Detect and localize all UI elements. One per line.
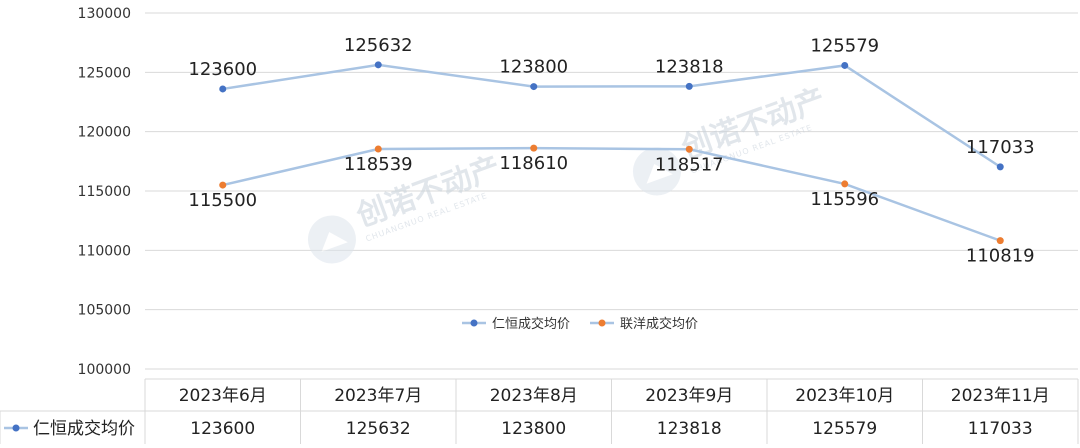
grid-layer <box>145 12 1078 370</box>
category-label: 2023年7月 <box>334 386 422 406</box>
series-layer <box>219 61 1004 245</box>
data-label-series-1: 118610 <box>499 153 568 174</box>
table-cell: 123818 <box>657 419 722 439</box>
series-point-0 <box>685 82 693 90</box>
data-label-series-0: 123600 <box>188 59 257 80</box>
series-point-0 <box>530 83 538 91</box>
series-point-0 <box>374 61 382 69</box>
y-tick-label: 110000 <box>78 243 131 259</box>
data-label-series-1: 115500 <box>188 190 257 211</box>
y-tick-label: 105000 <box>78 303 131 319</box>
category-label: 2023年6月 <box>179 386 267 406</box>
data-label-series-0: 117033 <box>966 137 1035 158</box>
data-table: 2023年6月 2023年7月 2023年8月 2023年9月 2023年10月 2023… <box>0 378 1079 444</box>
data-label-series-1: 118517 <box>655 154 724 175</box>
legend: 仁恒成交均价 联洋成交均价 <box>462 316 698 332</box>
category-label: 2023年10月 <box>795 386 894 406</box>
category-label: 2023年8月 <box>490 386 578 406</box>
table-row-label: 仁恒成交均价 <box>33 419 135 439</box>
data-labels: 123600 125632 123800 123818 125579 117033 1155… <box>188 35 1034 267</box>
series-point-0 <box>219 85 227 93</box>
y-tick-label: 115000 <box>78 184 131 200</box>
series-point-1 <box>685 145 693 153</box>
category-label: 2023年11月 <box>951 386 1050 406</box>
legend-label-0: 仁恒成交均价 <box>492 316 570 332</box>
table-cell: 125632 <box>346 419 411 439</box>
data-label-series-0: 123818 <box>655 56 724 77</box>
data-label-series-1: 118539 <box>344 154 413 175</box>
legend-marker-1 <box>598 319 606 327</box>
y-tick-label: 130000 <box>78 6 131 22</box>
category-label: 2023年9月 <box>645 386 733 406</box>
series-point-1 <box>530 144 538 152</box>
table-cell: 125579 <box>812 419 877 439</box>
series-line-1 <box>222 146 1001 242</box>
legend-marker-0 <box>470 319 478 327</box>
series-point-1 <box>374 145 382 153</box>
data-label-series-1: 110819 <box>966 246 1035 267</box>
data-label-series-0: 125632 <box>344 35 413 56</box>
data-label-series-0: 125579 <box>810 35 879 56</box>
series-point-1 <box>996 237 1004 245</box>
data-label-series-1: 115596 <box>810 189 879 210</box>
series-point-0 <box>841 61 849 69</box>
series-point-0 <box>996 163 1004 171</box>
legend-label-1: 联洋成交均价 <box>620 316 698 332</box>
series-line-0 <box>222 63 1001 168</box>
y-axis: 100000 105000 110000 115000 120000 125000 1300… <box>78 6 131 378</box>
y-tick-label: 100000 <box>78 362 131 378</box>
watermark-house-icon <box>646 163 673 184</box>
series-point-1 <box>219 181 227 189</box>
table-cell: 117033 <box>968 419 1033 439</box>
table-legend-marker <box>12 424 20 432</box>
table-cell: 123800 <box>501 419 566 439</box>
y-tick-label: 125000 <box>78 65 131 81</box>
series-point-1 <box>841 180 849 188</box>
watermark-house-icon <box>321 231 348 252</box>
data-label-series-0: 123800 <box>499 57 568 78</box>
table-cell: 123600 <box>190 419 255 439</box>
y-tick-label: 120000 <box>78 125 131 141</box>
